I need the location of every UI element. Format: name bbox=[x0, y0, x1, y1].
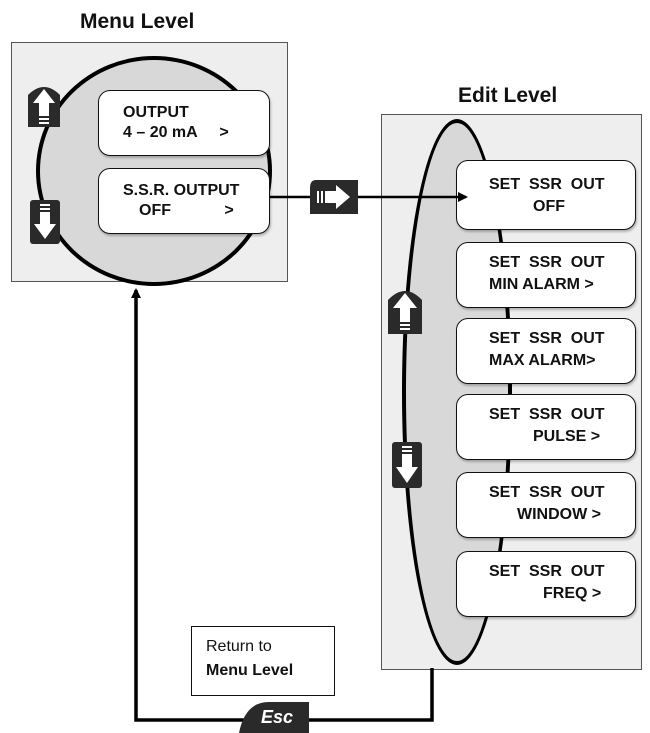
edit-item-window[interactable]: SET SSR OUT WINDOW > bbox=[456, 472, 636, 538]
edit-item-off-line1: SET SSR OUT bbox=[489, 176, 605, 193]
edit-item-pulse[interactable]: SET SSR OUT PULSE > bbox=[456, 394, 636, 460]
edit-item-window-line1: SET SSR OUT bbox=[489, 484, 605, 501]
edit-item-max-alarm[interactable]: SET SSR OUT MAX ALARM> bbox=[456, 318, 636, 384]
esc-key-icon[interactable]: Esc bbox=[239, 702, 309, 733]
edit-item-freq-line2: FREQ > bbox=[543, 585, 602, 602]
menu-item-ssr-output-line2: OFF > bbox=[139, 202, 234, 219]
edit-item-off[interactable]: SET SSR OUT OFF bbox=[456, 160, 636, 230]
edit-item-min-alarm-line2: MIN ALARM > bbox=[489, 276, 594, 293]
edit-item-window-line2: WINDOW > bbox=[517, 506, 601, 523]
edit-item-freq[interactable]: SET SSR OUT FREQ > bbox=[456, 551, 636, 617]
menu-item-output-line2: 4 – 20 mA > bbox=[123, 124, 229, 141]
return-note-line2: Menu Level bbox=[206, 662, 294, 679]
edit-item-freq-line1: SET SSR OUT bbox=[489, 563, 605, 580]
return-note-line1: Return to bbox=[206, 638, 272, 655]
down-arrow-icon[interactable] bbox=[392, 442, 422, 488]
menu-item-output-line1: OUTPUT bbox=[123, 104, 189, 121]
menu-level-title: Menu Level bbox=[80, 10, 195, 33]
up-arrow-icon[interactable] bbox=[28, 83, 60, 127]
edit-item-min-alarm[interactable]: SET SSR OUT MIN ALARM > bbox=[456, 242, 636, 308]
edit-item-min-alarm-line1: SET SSR OUT bbox=[489, 254, 605, 271]
down-arrow-icon[interactable] bbox=[30, 200, 60, 244]
enter-arrow-icon[interactable] bbox=[310, 180, 358, 214]
edit-item-pulse-line2: PULSE > bbox=[533, 428, 601, 445]
menu-item-ssr-output-line1: S.S.R. OUTPUT bbox=[123, 182, 240, 199]
esc-key-label: Esc bbox=[261, 707, 294, 727]
edit-item-pulse-line1: SET SSR OUT bbox=[489, 406, 605, 423]
edit-item-max-alarm-line2: MAX ALARM> bbox=[489, 352, 596, 369]
menu-item-ssr-output[interactable]: S.S.R. OUTPUT OFF > bbox=[98, 168, 270, 234]
return-to-menu-level-note: Return to Menu Level bbox=[191, 626, 335, 696]
menu-item-output[interactable]: OUTPUT 4 – 20 mA > bbox=[98, 90, 270, 156]
edit-level-title: Edit Level bbox=[458, 84, 558, 107]
up-arrow-icon[interactable] bbox=[388, 286, 422, 334]
edit-item-max-alarm-line1: SET SSR OUT bbox=[489, 330, 605, 347]
edit-item-off-line2: OFF bbox=[533, 198, 565, 215]
